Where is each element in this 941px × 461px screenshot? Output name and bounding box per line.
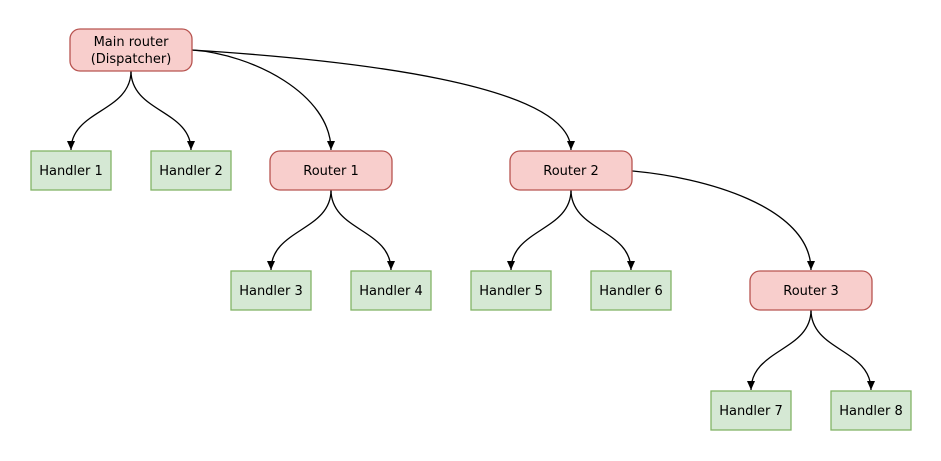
node-handler5-label: Handler 5: [479, 284, 543, 299]
node-handler1: Handler 1: [30, 150, 112, 191]
node-router3: Router 3: [749, 270, 873, 311]
node-main-router-label-line2: (Dispatcher): [91, 52, 172, 67]
edge-router1-handler3: [267, 189, 332, 271]
node-main-router: Main router (Dispatcher): [69, 28, 193, 72]
node-handler8: Handler 8: [830, 390, 912, 431]
node-handler2-label: Handler 2: [159, 164, 223, 179]
edge-router2-handler6: [570, 189, 635, 271]
node-handler7-label: Handler 7: [719, 404, 783, 419]
node-main-router-label-line1: Main router: [94, 35, 170, 50]
node-handler1-label: Handler 1: [39, 164, 103, 179]
node-handler8-label: Handler 8: [839, 404, 903, 419]
node-handler2: Handler 2: [150, 150, 232, 191]
node-handler3-label: Handler 3: [239, 284, 303, 299]
edge-router3-handler8: [810, 309, 875, 391]
node-handler4-label: Handler 4: [359, 284, 423, 299]
node-handler6: Handler 6: [590, 270, 672, 311]
node-handler4: Handler 4: [350, 270, 432, 311]
node-router2-label: Router 2: [543, 164, 599, 179]
node-router3-label: Router 3: [783, 284, 839, 299]
edge-router2-router3: [631, 170, 815, 271]
edge-main-handler1: [67, 70, 132, 151]
node-handler5: Handler 5: [470, 270, 552, 311]
edges: [67, 49, 875, 391]
edge-main-router2: [191, 49, 575, 151]
node-handler7: Handler 7: [710, 390, 792, 431]
edge-router3-handler7: [747, 309, 812, 391]
node-handler3: Handler 3: [230, 270, 312, 311]
edge-main-router1: [191, 49, 335, 151]
node-router2: Router 2: [509, 150, 633, 191]
node-router1: Router 1: [269, 150, 393, 191]
edge-router2-handler5: [507, 189, 572, 271]
node-router1-label: Router 1: [303, 164, 359, 179]
edge-main-handler2: [130, 70, 195, 151]
node-handler6-label: Handler 6: [599, 284, 663, 299]
edge-router1-handler4: [330, 189, 395, 271]
